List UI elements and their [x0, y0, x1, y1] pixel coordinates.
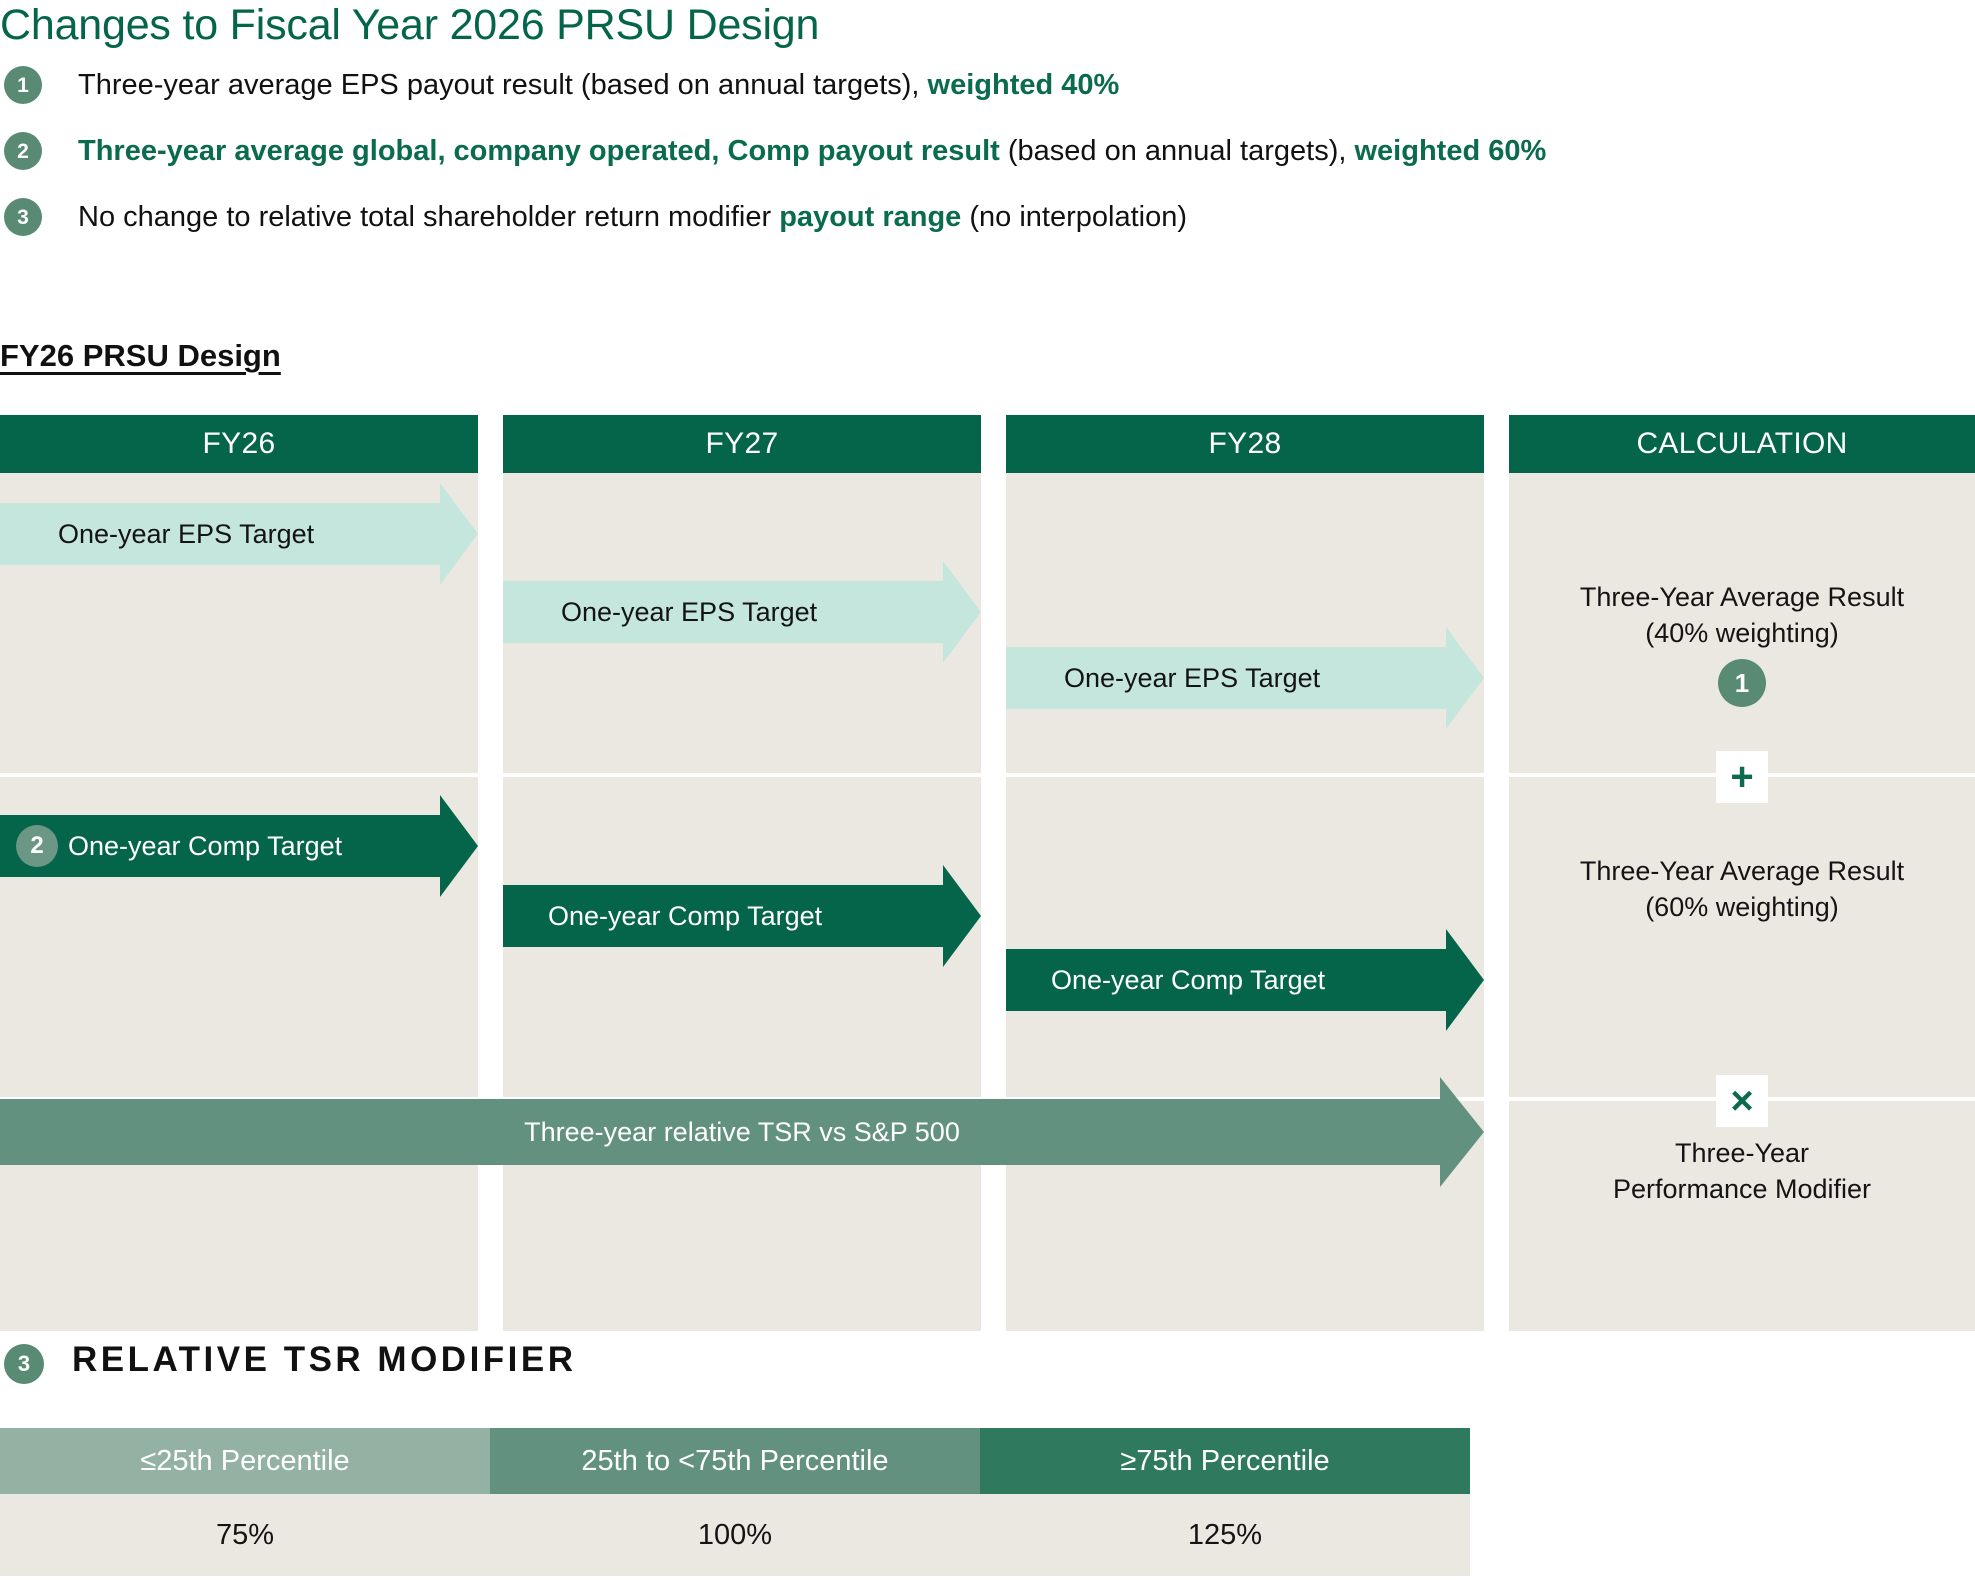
bullet-badge-2: 2 [4, 132, 42, 170]
tsr-header-cell-1: ≤25th Percentile [0, 1428, 490, 1494]
multiply-operator-icon: × [1716, 1075, 1768, 1127]
arrow-head-icon [943, 865, 981, 967]
arrow-body [503, 581, 943, 643]
tsr-value-cell-3: 125% [980, 1494, 1470, 1576]
bullet-text-3: No change to relative total shareholder … [78, 196, 1187, 238]
bullet-badge-1: 1 [4, 66, 42, 104]
arrow-body [1006, 647, 1446, 709]
calc-item-1-line-2: (40% weighting) [1645, 618, 1839, 648]
band-calc-3 [1509, 1101, 1975, 1331]
arrow-head-icon [440, 795, 478, 897]
calc-item-3-text: Three-Year Performance Modifier [1509, 1135, 1975, 1207]
bullet-badge-3: 3 [4, 198, 42, 236]
bullet-3-part-0: No change to relative total shareholder … [78, 201, 780, 233]
diagram-column-fy28: FY28 [1006, 415, 1484, 1331]
arrow-badge-2: 2 [16, 825, 58, 867]
bullet-item-1: 1 Three-year average EPS payout result (… [0, 66, 1975, 122]
bullet-3-part-2: (no interpolation) [961, 201, 1187, 233]
arrow-label-eps-fy27: One-year EPS Target [561, 596, 818, 627]
arrow-head-icon [440, 483, 478, 585]
diagram-column-fy26: FY26 [0, 415, 478, 1331]
arrow-eps-fy27: One-year EPS Target [503, 561, 981, 663]
bullet-item-2: 2 Three-year average global, company ope… [0, 132, 1975, 188]
arrow-comp-fy27: One-year Comp Target [503, 865, 981, 967]
arrow-body [0, 815, 440, 877]
arrow-eps-fy28: One-year EPS Target [1006, 627, 1484, 729]
column-header-calculation: CALCULATION [1509, 415, 1975, 473]
arrow-head-icon [943, 561, 981, 663]
arrow-head-icon [1446, 929, 1484, 1031]
tsr-heading-label: RELATIVE TSR MODIFIER [72, 1340, 577, 1379]
bullet-item-3: 3 No change to relative total shareholde… [0, 198, 1975, 254]
tsr-header-cell-2: 25th to <75th Percentile [490, 1428, 980, 1494]
arrow-body [1006, 949, 1446, 1011]
arrow-tsr-three-year: Three-year relative TSR vs S&P 500 [0, 1077, 1484, 1187]
tsr-header-cell-3: ≥75th Percentile [980, 1428, 1470, 1494]
calc-item-3-line-1: Three-Year [1674, 1138, 1810, 1168]
arrow-label-comp-fy26: One-year Comp Target [68, 830, 343, 861]
band-eps-fy28 [1006, 473, 1484, 773]
diagram-column-fy27: FY27 [503, 415, 981, 1331]
bullet-2-part-1: (based on annual targets), [999, 135, 1355, 167]
band-calc-1 [1509, 473, 1975, 773]
arrow-comp-fy28: One-year Comp Target [1006, 929, 1484, 1031]
arrow-head-icon [1440, 1077, 1484, 1187]
arrow-comp-fy26: 2 One-year Comp Target [0, 795, 478, 897]
tsr-modifier-table: ≤25th Percentile 25th to <75th Percentil… [0, 1428, 1470, 1576]
bullet-text-2: Three-year average global, company opera… [78, 130, 1546, 172]
calc-item-3-line-2: Performance Modifier [1612, 1174, 1872, 1204]
bullet-1-part-1: weighted 40% [927, 69, 1120, 101]
column-header-fy27: FY27 [503, 415, 981, 473]
arrow-body [503, 885, 943, 947]
arrow-label-eps-fy26: One-year EPS Target [58, 518, 315, 549]
prsu-design-diagram: FY26 FY27 FY28 CALCULATION [0, 415, 1975, 1331]
section-heading: FY26 PRSU Design [0, 338, 281, 373]
tsr-value-cell-2: 100% [490, 1494, 980, 1576]
tsr-heading-badge-3: 3 [4, 1344, 44, 1384]
arrow-label-comp-fy27: One-year Comp Target [548, 900, 823, 931]
arrow-label-eps-fy28: One-year EPS Target [1064, 662, 1321, 693]
column-header-fy28: FY28 [1006, 415, 1484, 473]
tsr-table-header-row: ≤25th Percentile 25th to <75th Percentil… [0, 1428, 1470, 1494]
calc-item-2-line-1: Three-Year Average Result [1579, 856, 1905, 886]
arrow-label-tsr: Three-year relative TSR vs S&P 500 [524, 1116, 960, 1147]
tsr-table-value-row: 75% 100% 125% [0, 1494, 1470, 1576]
arrow-label-comp-fy28: One-year Comp Target [1051, 964, 1326, 995]
calc-item-1-line-1: Three-Year Average Result [1579, 582, 1905, 612]
arrow-eps-fy26: One-year EPS Target [0, 483, 478, 585]
diagram-column-calculation: CALCULATION Three-Year Average Result (4… [1509, 415, 1975, 1331]
tsr-value-cell-1: 75% [0, 1494, 490, 1576]
column-header-fy26: FY26 [0, 415, 478, 473]
calc-item-2-line-2: (60% weighting) [1645, 892, 1839, 922]
page-title: Changes to Fiscal Year 2026 PRSU Design [0, 1, 820, 49]
arrow-body [0, 1099, 1440, 1165]
plus-operator-icon: + [1716, 751, 1768, 803]
arrow-body [0, 503, 440, 565]
calc-item-2-text: Three-Year Average Result (60% weighting… [1509, 853, 1975, 925]
band-comp-fy28 [1006, 777, 1484, 1097]
bullet-text-1: Three-year average EPS payout result (ba… [78, 64, 1119, 106]
bullet-2-part-2: weighted 60% [1354, 135, 1547, 167]
bullet-1-part-0: Three-year average EPS payout result (ba… [78, 69, 928, 101]
band-calc-2 [1509, 777, 1975, 1097]
arrow-head-icon [1446, 627, 1484, 729]
calc-item-1-text: Three-Year Average Result (40% weighting… [1509, 579, 1975, 651]
bullet-2-part-0: Three-year average global, company opera… [78, 135, 1000, 167]
calc-badge-1: 1 [1718, 659, 1766, 707]
bullet-3-part-1: payout range [779, 201, 962, 233]
